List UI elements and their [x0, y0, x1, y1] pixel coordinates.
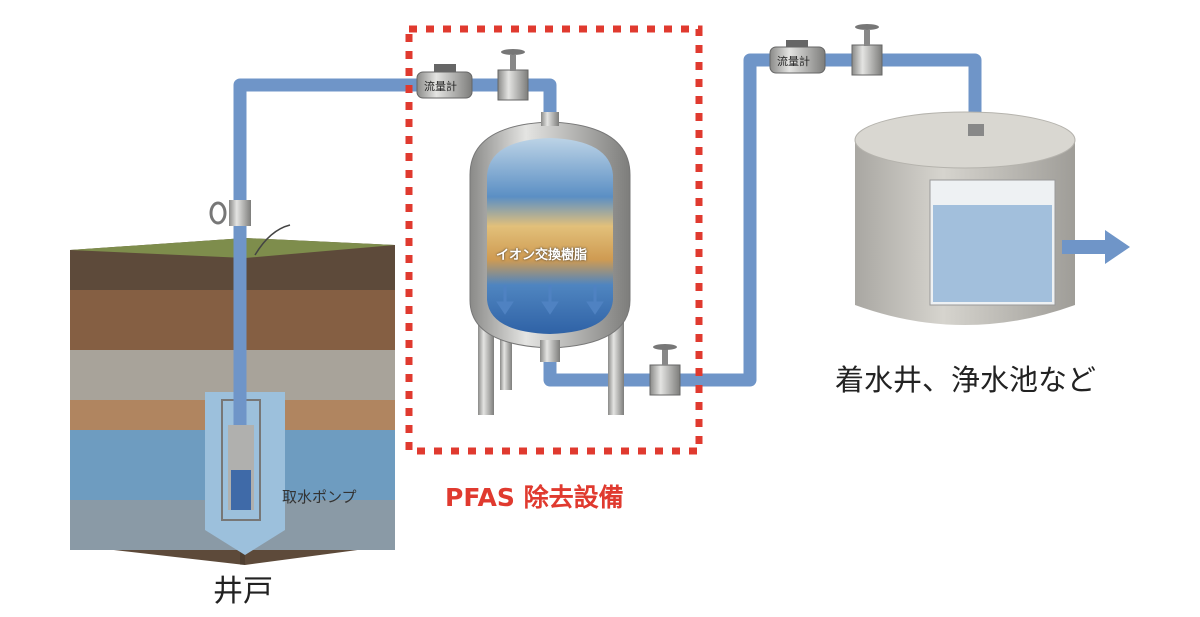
valve-icon	[209, 200, 251, 226]
pfas-equipment-boundary	[405, 25, 703, 455]
reservoir-label: 着水井、浄水池など	[835, 363, 1097, 397]
flow-meter-2: 流量計	[769, 40, 826, 74]
pipes	[233, 53, 982, 425]
valve-icon	[497, 49, 529, 101]
flow-meter-label: 流量計	[424, 79, 457, 93]
resin-label: イオン交換樹脂	[496, 248, 588, 263]
valve-icon	[851, 24, 883, 76]
outflow-arrow-icon	[1062, 230, 1130, 264]
flow-meter-1: 流量計	[416, 64, 473, 99]
soil-block	[70, 238, 395, 565]
valve-icon	[649, 344, 681, 396]
ion-exchange-tank	[469, 112, 631, 415]
pfas-equipment-label: PFAS 除去設備	[445, 483, 624, 512]
well-label: 井戸	[213, 574, 273, 609]
reservoir	[854, 111, 1130, 325]
flow-meter-label: 流量計	[777, 54, 810, 68]
pump-label: 取水ポンプ	[282, 488, 357, 506]
